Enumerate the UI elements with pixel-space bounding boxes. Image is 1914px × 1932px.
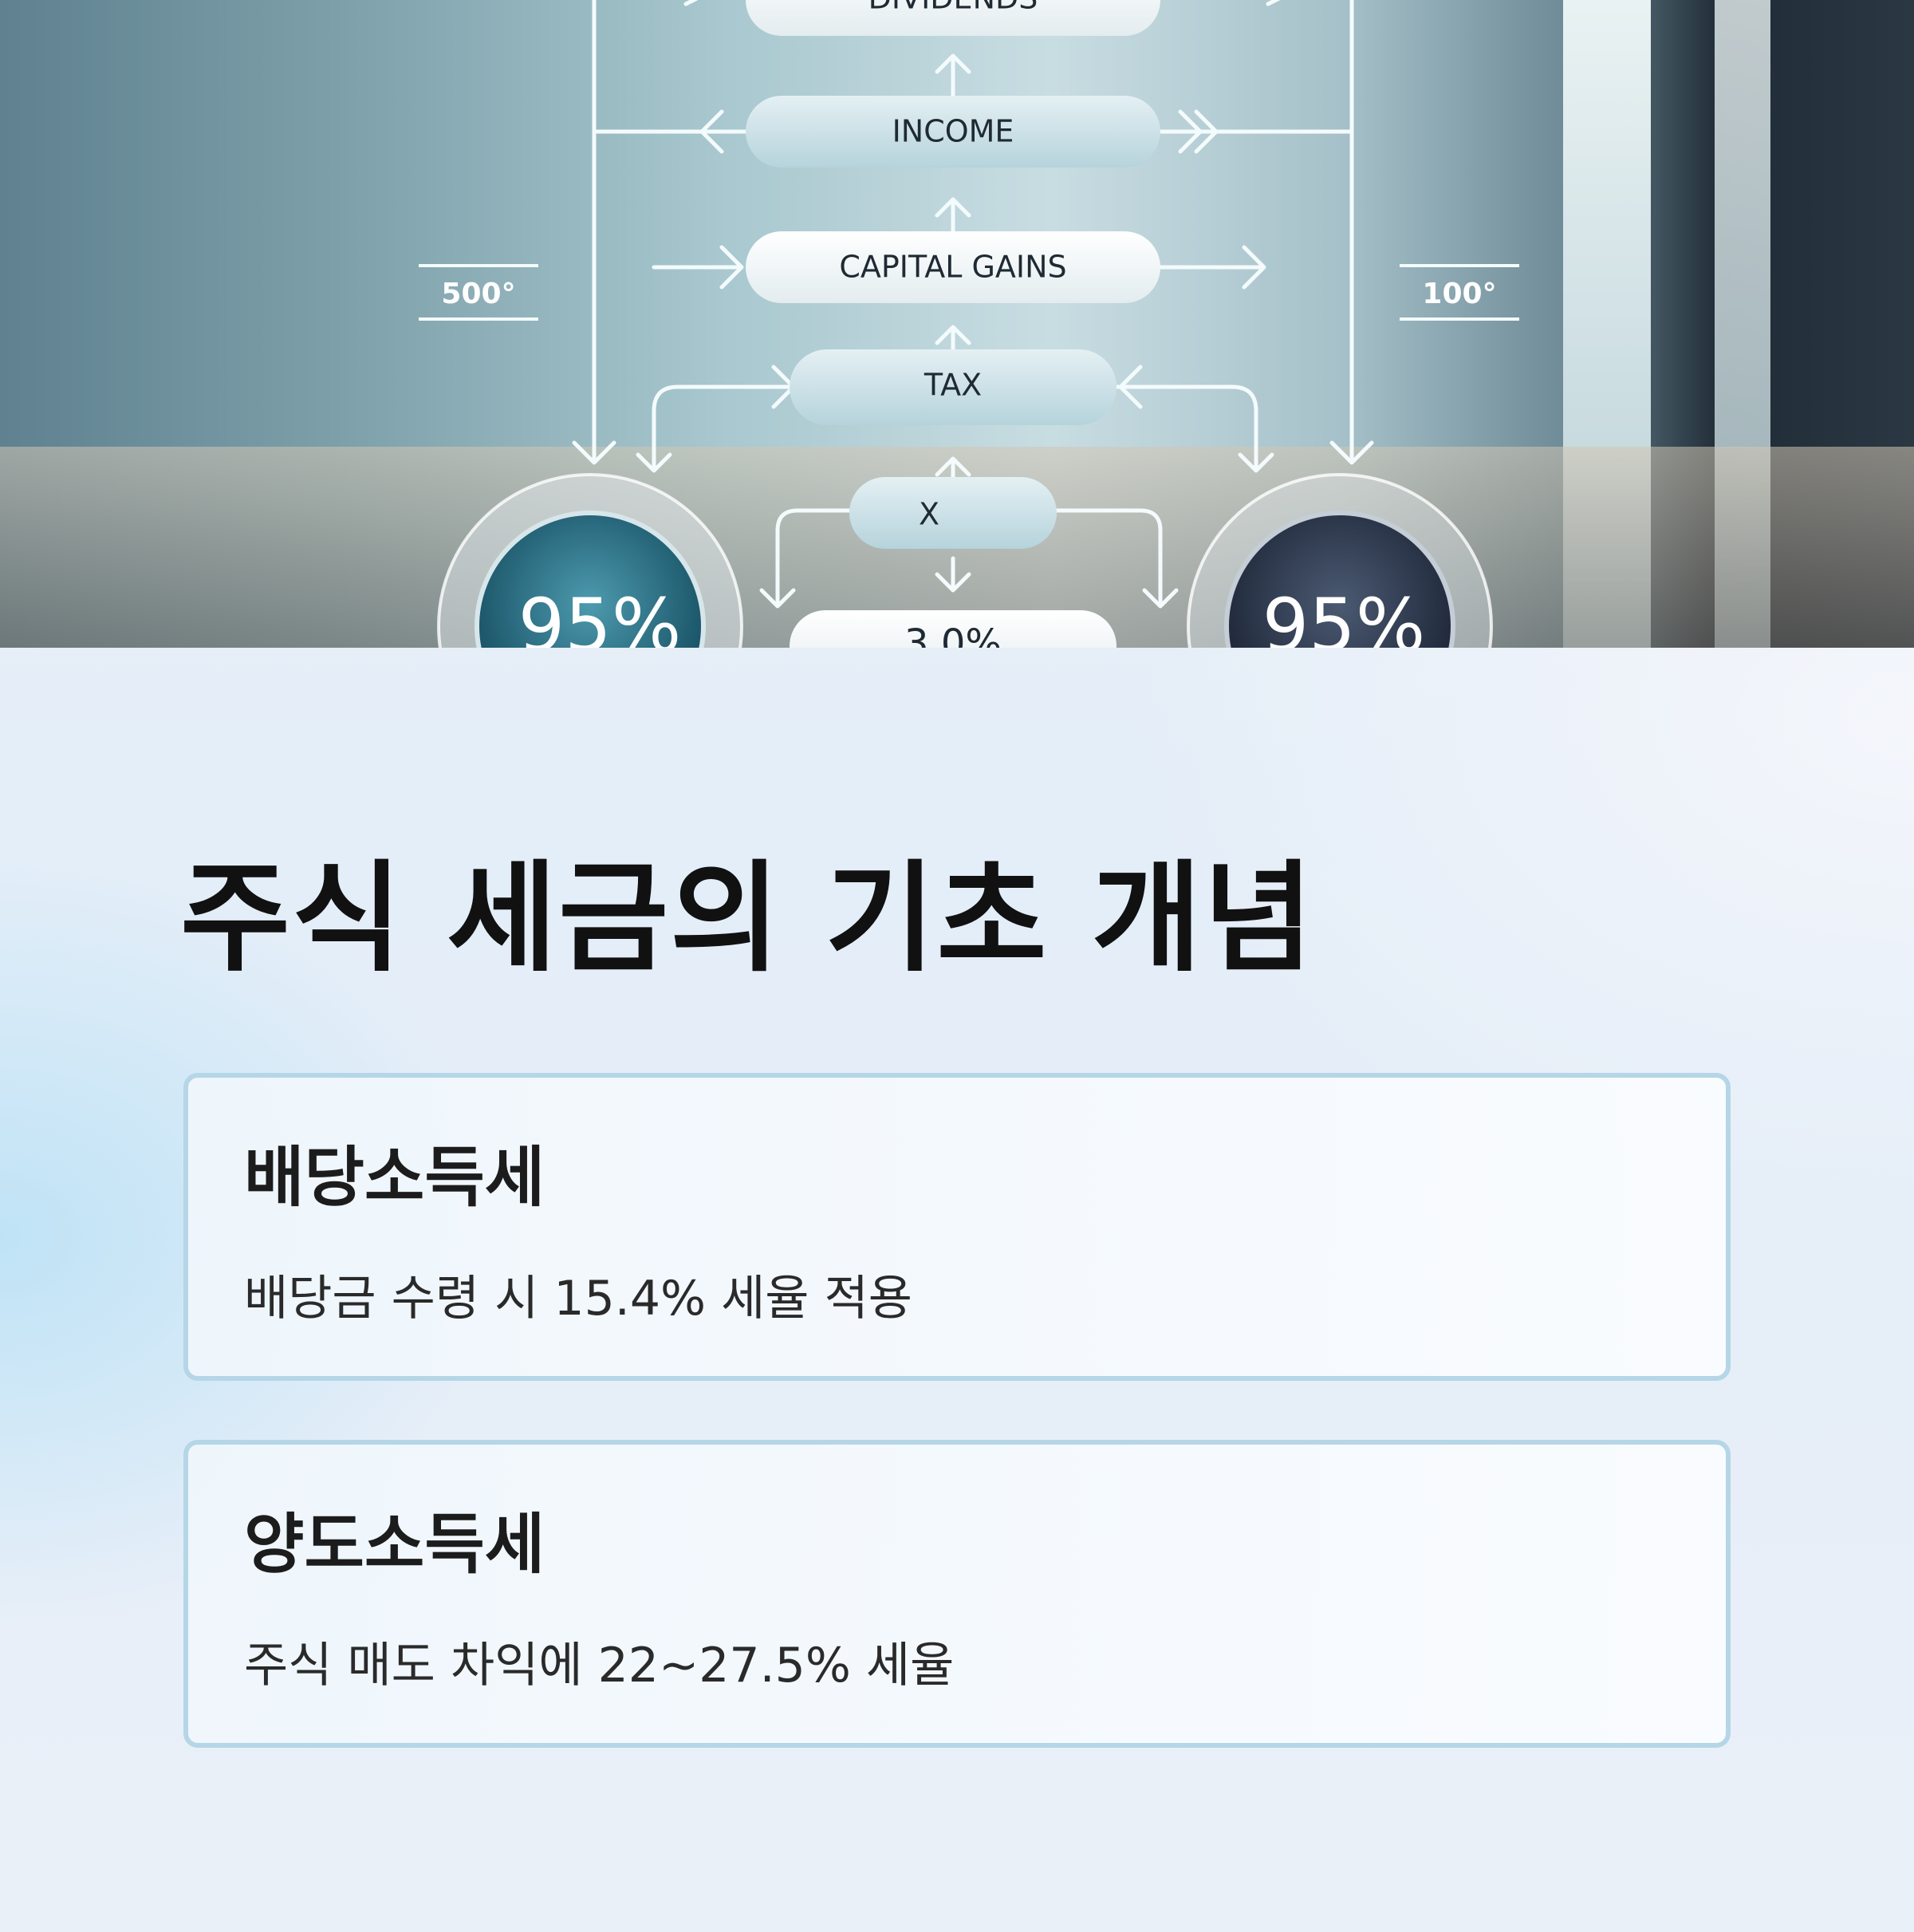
pill-rate: 3.0%	[790, 610, 1116, 648]
svg-text:95%: 95%	[518, 582, 681, 648]
pill-dividends: DIVIDENDS	[746, 0, 1160, 36]
card-capital-gains-tax: 양도소득세 주식 매도 차익에 22~27.5% 세율	[183, 1440, 1731, 1748]
gauge-left: 95%	[437, 473, 743, 648]
gauge-right: 95%	[1187, 473, 1493, 648]
flow-lines	[572, 0, 1374, 609]
pill-capital-gains: CAPITAL GAINS	[746, 231, 1160, 303]
card-title: 배당소득세	[244, 1140, 545, 1216]
svg-text:X: X	[919, 497, 939, 532]
card-description: 주식 매도 차익에 22~27.5% 세율	[244, 1638, 955, 1693]
card-description: 배당금 수령 시 15.4% 세율 적용	[244, 1271, 912, 1327]
pill-tax: TAX	[790, 349, 1116, 425]
svg-text:CAPITAL GAINS: CAPITAL GAINS	[839, 250, 1066, 285]
pill-income: INCOME	[746, 96, 1160, 168]
side-label-lines	[419, 264, 1519, 321]
svg-text:INCOME: INCOME	[892, 114, 1014, 149]
side-label-left: 500°	[441, 278, 515, 310]
card-title: 양도소득세	[244, 1507, 545, 1583]
card-dividend-tax: 배당소득세 배당금 수령 시 15.4% 세율 적용	[183, 1073, 1731, 1381]
page-title: 주식 세금의 기초 개념	[180, 850, 1315, 988]
svg-text:95%: 95%	[1262, 582, 1425, 648]
svg-text:TAX: TAX	[924, 368, 982, 403]
side-label-right: 100°	[1422, 278, 1496, 310]
svg-text:DIVIDENDS: DIVIDENDS	[868, 0, 1038, 16]
svg-text:3.0%: 3.0%	[904, 621, 1002, 648]
pill-x: X	[849, 477, 1057, 549]
tax-flow-diagram: DIVIDENDS INCOME CAPITAL GAINS TAX X 3.0…	[419, 0, 1519, 648]
hero-image: DIVIDENDS INCOME CAPITAL GAINS TAX X 3.0…	[0, 0, 1914, 648]
